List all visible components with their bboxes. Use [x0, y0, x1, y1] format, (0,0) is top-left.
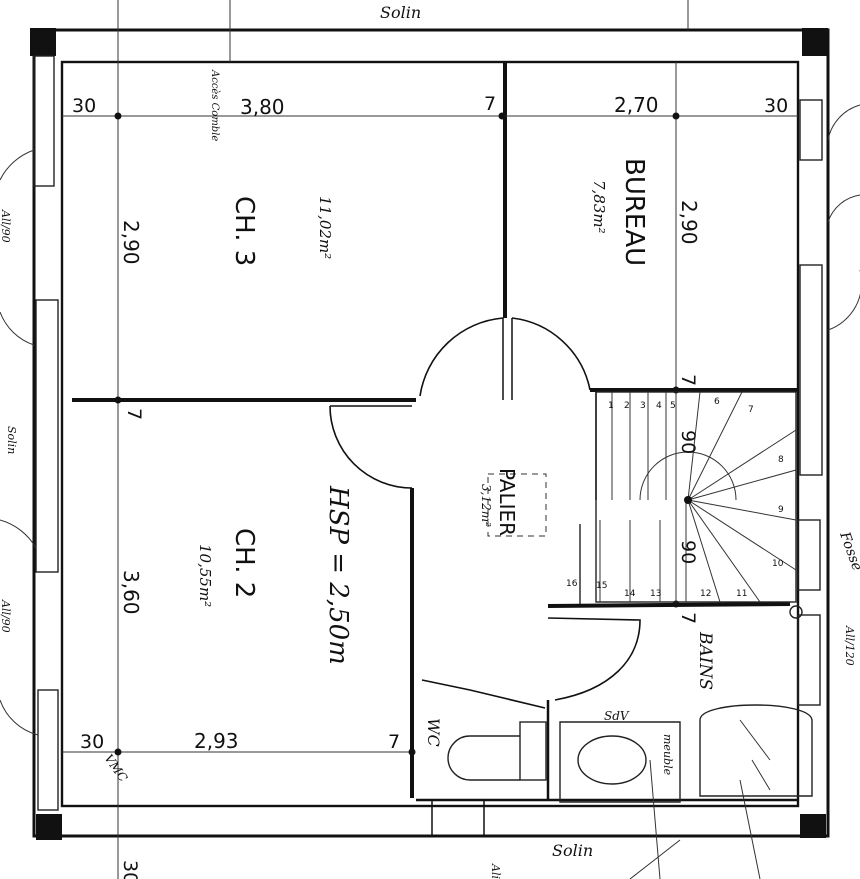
interior-walls [72, 62, 798, 837]
room-bureau-name: BUREAU [619, 158, 649, 266]
stair-step-numbers: 1 2 3 4 5 6 7 8 9 10 11 12 13 14 15 16 [566, 397, 784, 599]
right-windows [797, 99, 860, 706]
annotation-all90-left-a: All/90 [0, 209, 12, 243]
dim-30-bottom-left: 30 [80, 731, 104, 753]
stair-step-11: 11 [736, 589, 747, 599]
room-bureau-area: 7,83m² [590, 180, 608, 234]
ceiling-height: HSP = 2,50m [323, 485, 353, 665]
room-ch3-area: 11,02m² [316, 196, 334, 259]
dim-3-60: 3,60 [119, 570, 143, 615]
stair-step-8: 8 [778, 455, 784, 465]
dimension-lines [62, 0, 798, 879]
dimension-labels: 30 3,80 7 2,70 30 2,90 2,90 7 7 3,60 30 … [72, 93, 788, 879]
staircase [579, 391, 797, 604]
dim-2-90-left: 2,90 [119, 220, 143, 265]
dim-3-80: 3,80 [240, 95, 285, 119]
room-labels: CH. 3 11,02m² BUREAU 7,83m² CH. 2 10,55m… [102, 158, 715, 784]
stair-step-1: 1 [608, 401, 614, 411]
dim-7-mid-right: 7 [677, 374, 699, 386]
stair-step-16: 16 [566, 579, 578, 589]
annotation-solin-bottom: Solin [552, 841, 593, 860]
dim-2-90-right: 2,90 [677, 200, 701, 245]
annotation-acces-combles: Accès Comble [209, 69, 220, 141]
dim-90-stair-a: 90 [677, 430, 699, 454]
stair-step-14: 14 [624, 589, 636, 599]
dim-7-bains: 7 [677, 612, 699, 624]
dim-30-top-left: 30 [72, 95, 96, 117]
room-ch2-name: CH. 2 [229, 528, 259, 598]
stair-step-3: 3 [640, 401, 646, 411]
room-vmc-name: VMC [102, 752, 131, 785]
annotation-all90-left-b: All/90 [0, 599, 12, 633]
room-palier-area: 3,12m² [479, 484, 493, 527]
stair-step-2: 2 [624, 401, 630, 411]
stair-step-7: 7 [748, 405, 754, 415]
dim-2-70: 2,70 [614, 93, 659, 117]
room-bains-name: BAINS [695, 631, 715, 690]
room-wc-name: WC [424, 718, 443, 747]
annotation-fosse: Fosse [836, 529, 860, 573]
dim-7-bottom: 7 [388, 731, 400, 753]
sanitary-fixtures [447, 605, 813, 879]
doors [329, 317, 641, 709]
dim-7-mid-left: 7 [123, 408, 145, 420]
exterior-walls [30, 28, 830, 840]
dim-30-bottom: 30 [119, 860, 141, 879]
annotation-solin-left: Solin [5, 426, 18, 454]
dim-30-top-right: 30 [764, 95, 788, 117]
annotations: Solin Solin Solin Accès Comble All/90 Al… [0, 3, 860, 879]
stair-step-13: 13 [650, 589, 661, 599]
annotation-meuble: meuble [661, 734, 674, 776]
room-ch2-area: 10,55m² [196, 544, 214, 607]
annotation-ali-bottom: Ali [489, 863, 502, 879]
stair-step-6: 6 [714, 397, 720, 407]
dim-7-top: 7 [484, 93, 496, 115]
room-ch3-name: CH. 3 [229, 196, 259, 266]
stair-step-5: 5 [670, 401, 676, 411]
annotation-sdv: SdV [604, 709, 630, 723]
annotation-solin-top: Solin [380, 3, 421, 22]
stair-step-15: 15 [596, 581, 607, 591]
annotation-all120-right: All/120 [843, 625, 856, 666]
dim-90-stair-b: 90 [677, 540, 699, 564]
dim-2-93: 2,93 [194, 729, 239, 753]
stair-step-9: 9 [778, 505, 784, 515]
stair-step-12: 12 [700, 589, 711, 599]
left-windows [0, 55, 59, 811]
room-palier-name: PALIER [495, 468, 519, 536]
stair-step-10: 10 [772, 559, 784, 569]
stair-step-4: 4 [656, 401, 662, 411]
